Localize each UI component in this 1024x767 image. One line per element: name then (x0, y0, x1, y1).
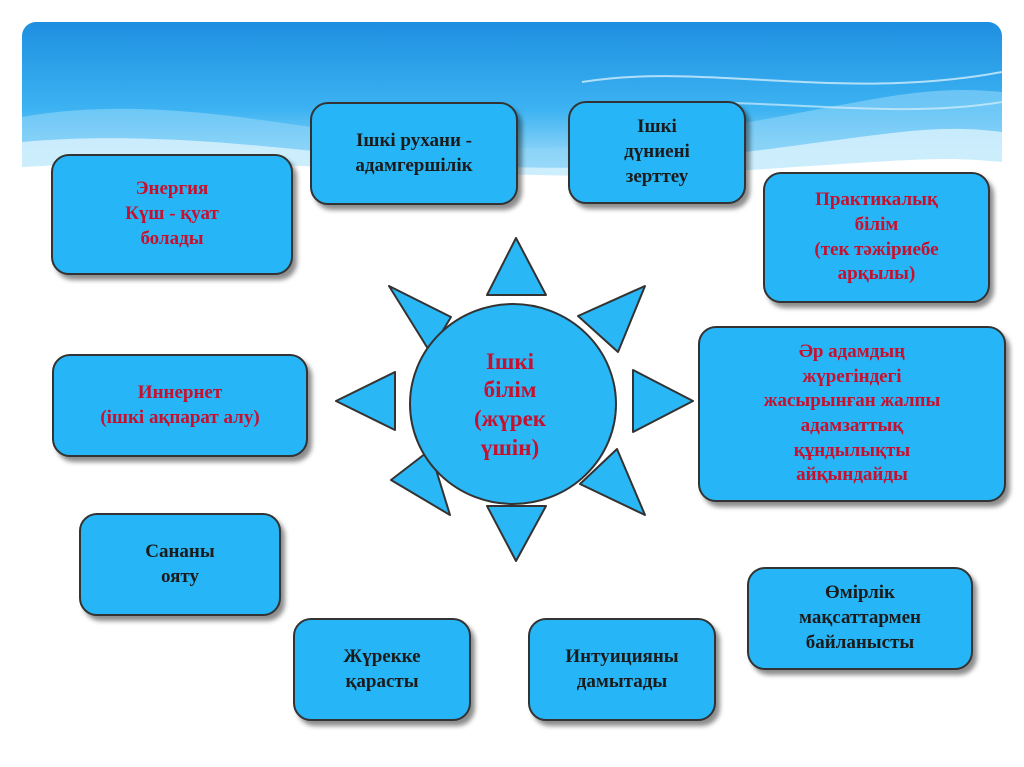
center-concept: Ішкі білім (жүрек үшін) (473, 348, 547, 460)
box-innernet: Иннернет (ішкі ақпарат алу) (52, 354, 308, 457)
sun-ray-bottom-right (579, 448, 646, 516)
box-life-goals: Өмірлік мақсаттармен байланысты (747, 567, 973, 670)
box-develop-intuition: Интуицияны дамытады (528, 618, 716, 721)
box-energy: Энергия Күш - қуат болады (51, 154, 293, 275)
sun-ray-top (486, 237, 547, 296)
sun-ray-right (632, 369, 694, 433)
box-human-values: Әр адамдың жүрегіндегі жасырынған жалпы … (698, 326, 1006, 502)
sun-ray-bottom (486, 505, 547, 562)
box-heart-related: Жүрекке қарасты (293, 618, 471, 721)
box-explore-inner-world: Ішкі дүниені зерттеу (568, 101, 746, 204)
box-inner-spiritual: Ішкі рухани - адамгершілік (310, 102, 518, 205)
sun-ray-top-right (577, 285, 646, 353)
box-awaken-mind: Сананы ояту (79, 513, 281, 616)
box-practical-knowledge: Практикалық білім (тек тәжіриебе арқылы) (763, 172, 990, 303)
sun-ray-bottom-left (390, 449, 451, 516)
sun-core (409, 303, 617, 505)
sun-ray-left (335, 371, 396, 431)
